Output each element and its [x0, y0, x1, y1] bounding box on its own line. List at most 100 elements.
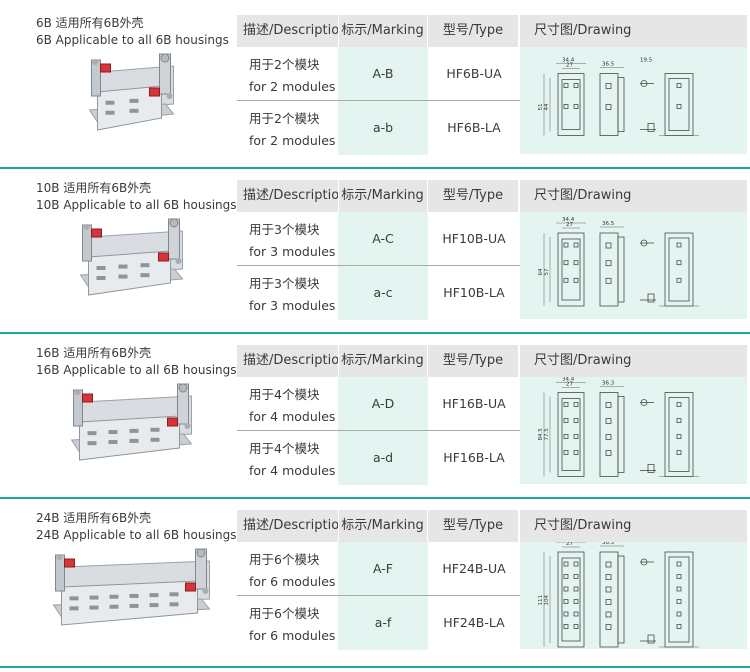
row-description: 用于3个模块 for 3 modules — [237, 266, 338, 319]
section-title-cn: 24B 适用所有6B外壳 — [36, 511, 152, 525]
section-divider — [0, 167, 750, 169]
row-type: HF10B-UA — [442, 231, 506, 246]
header-drawing: 尺寸图/Drawing — [520, 180, 747, 212]
row-divider — [237, 100, 520, 101]
section-title-cn: 10B 适用所有6B外壳 — [36, 181, 152, 195]
dimension-label: 36.5 — [602, 62, 615, 68]
description-cn: 用于6个模块 — [249, 552, 320, 567]
description-en: for 2 modules — [249, 79, 336, 94]
description-en: for 2 modules — [249, 133, 336, 148]
dimension-label: 104 — [544, 595, 550, 606]
header-description: 描述/Description — [237, 15, 347, 47]
description-cn: 用于3个模块 — [249, 222, 320, 237]
section-title-cn: 6B 适用所有6B外壳 — [36, 16, 144, 30]
section-divider — [0, 332, 750, 334]
dimension-label: 34.4 — [562, 377, 575, 383]
column-divider — [519, 345, 520, 484]
dimension-label: 51 — [538, 104, 544, 111]
row-description: 用于6个模块 for 6 modules — [237, 542, 338, 595]
product-section: 24B 适用所有6B外壳 24B Applicable to all 6B hou… — [0, 497, 750, 650]
row-type: HF16B-UA — [442, 396, 506, 411]
header-marking: 标示/Marking — [338, 15, 427, 47]
header-type: 型号/Type — [428, 15, 518, 47]
header-description: 描述/Description — [237, 180, 347, 212]
description-cn: 用于6个模块 — [249, 606, 320, 621]
row-marking: A-C — [338, 212, 428, 266]
header-marking: 标示/Marking — [338, 180, 427, 212]
dimension-label: 111 — [538, 595, 544, 606]
description-en: for 6 modules — [249, 574, 336, 589]
bottom-divider — [0, 666, 750, 668]
product-section: 16B 适用所有6B外壳 16B Applicable to all 6B hou… — [0, 332, 750, 485]
row-marking: A-F — [338, 542, 428, 596]
description-cn: 用于3个模块 — [249, 276, 320, 291]
row-divider — [237, 595, 520, 596]
header-drawing: 尺寸图/Drawing — [520, 345, 747, 377]
row-description: 用于2个模块 for 2 modules — [237, 47, 338, 100]
row-type: HF6B-LA — [447, 120, 501, 135]
hinged-frame-photo — [40, 217, 215, 305]
column-divider — [519, 510, 520, 649]
dimension-label: 77.5 — [544, 428, 550, 441]
dimension-label: 27 — [566, 382, 573, 388]
product-section: 10B 适用所有6B外壳 10B Applicable to all 6B hou… — [0, 167, 750, 320]
section-divider — [0, 497, 750, 499]
description-cn: 用于2个模块 — [249, 111, 320, 126]
row-type: HF6B-UA — [446, 66, 502, 81]
dimension-label: 36.3 — [602, 381, 615, 387]
row-type: HF24B-LA — [443, 615, 505, 630]
dimension-label: 34.4 — [562, 58, 575, 64]
section-title-en: 16B Applicable to all 6B housings — [36, 363, 237, 377]
dimension-label: 64 — [538, 268, 544, 275]
description-en: for 3 modules — [249, 298, 336, 313]
row-type: HF16B-LA — [443, 450, 505, 465]
description-en: for 3 modules — [249, 244, 336, 259]
description-en: for 4 modules — [249, 463, 336, 478]
row-marking: a-f — [338, 596, 428, 650]
section-title-cn: 16B 适用所有6B外壳 — [36, 346, 152, 360]
row-description: 用于3个模块 for 3 modules — [237, 212, 338, 265]
row-divider — [237, 430, 520, 431]
section-title-en: 10B Applicable to all 6B housings — [36, 198, 237, 212]
hinged-frame-photo — [40, 52, 215, 140]
dimension-label: 44 — [544, 103, 550, 110]
row-divider — [237, 265, 520, 266]
row-type: HF24B-UA — [442, 561, 506, 576]
dimension-label: 36.5 — [602, 221, 615, 227]
dimension-label: 34.4 — [562, 217, 575, 223]
row-marking: a-b — [338, 101, 428, 155]
dimension-label: 57 — [544, 268, 550, 275]
header-description: 描述/Description — [237, 345, 347, 377]
row-description: 用于2个模块 for 2 modules — [237, 101, 338, 154]
column-divider — [519, 180, 520, 319]
dimension-label: 27 — [566, 542, 573, 547]
column-divider — [519, 15, 520, 154]
hinged-frame-photo — [40, 382, 215, 470]
dimension-label: 19.5 — [640, 58, 653, 64]
section-title: 16B 适用所有6B外壳 16B Applicable to all 6B hou… — [36, 345, 237, 379]
dimension-label: 36.5 — [602, 542, 615, 546]
header-type: 型号/Type — [428, 180, 518, 212]
header-type: 型号/Type — [428, 345, 518, 377]
header-drawing: 尺寸图/Drawing — [520, 510, 747, 542]
section-title: 10B 适用所有6B外壳 10B Applicable to all 6B hou… — [36, 180, 237, 214]
description-cn: 用于2个模块 — [249, 57, 320, 72]
dimension-label: 27 — [566, 222, 573, 228]
header-marking: 标示/Marking — [338, 510, 427, 542]
row-marking: a-d — [338, 431, 428, 485]
header-marking: 标示/Marking — [338, 345, 427, 377]
dimension-label: 27 — [566, 63, 573, 69]
section-title-en: 24B Applicable to all 6B housings — [36, 528, 237, 542]
row-marking: a-c — [338, 266, 428, 320]
